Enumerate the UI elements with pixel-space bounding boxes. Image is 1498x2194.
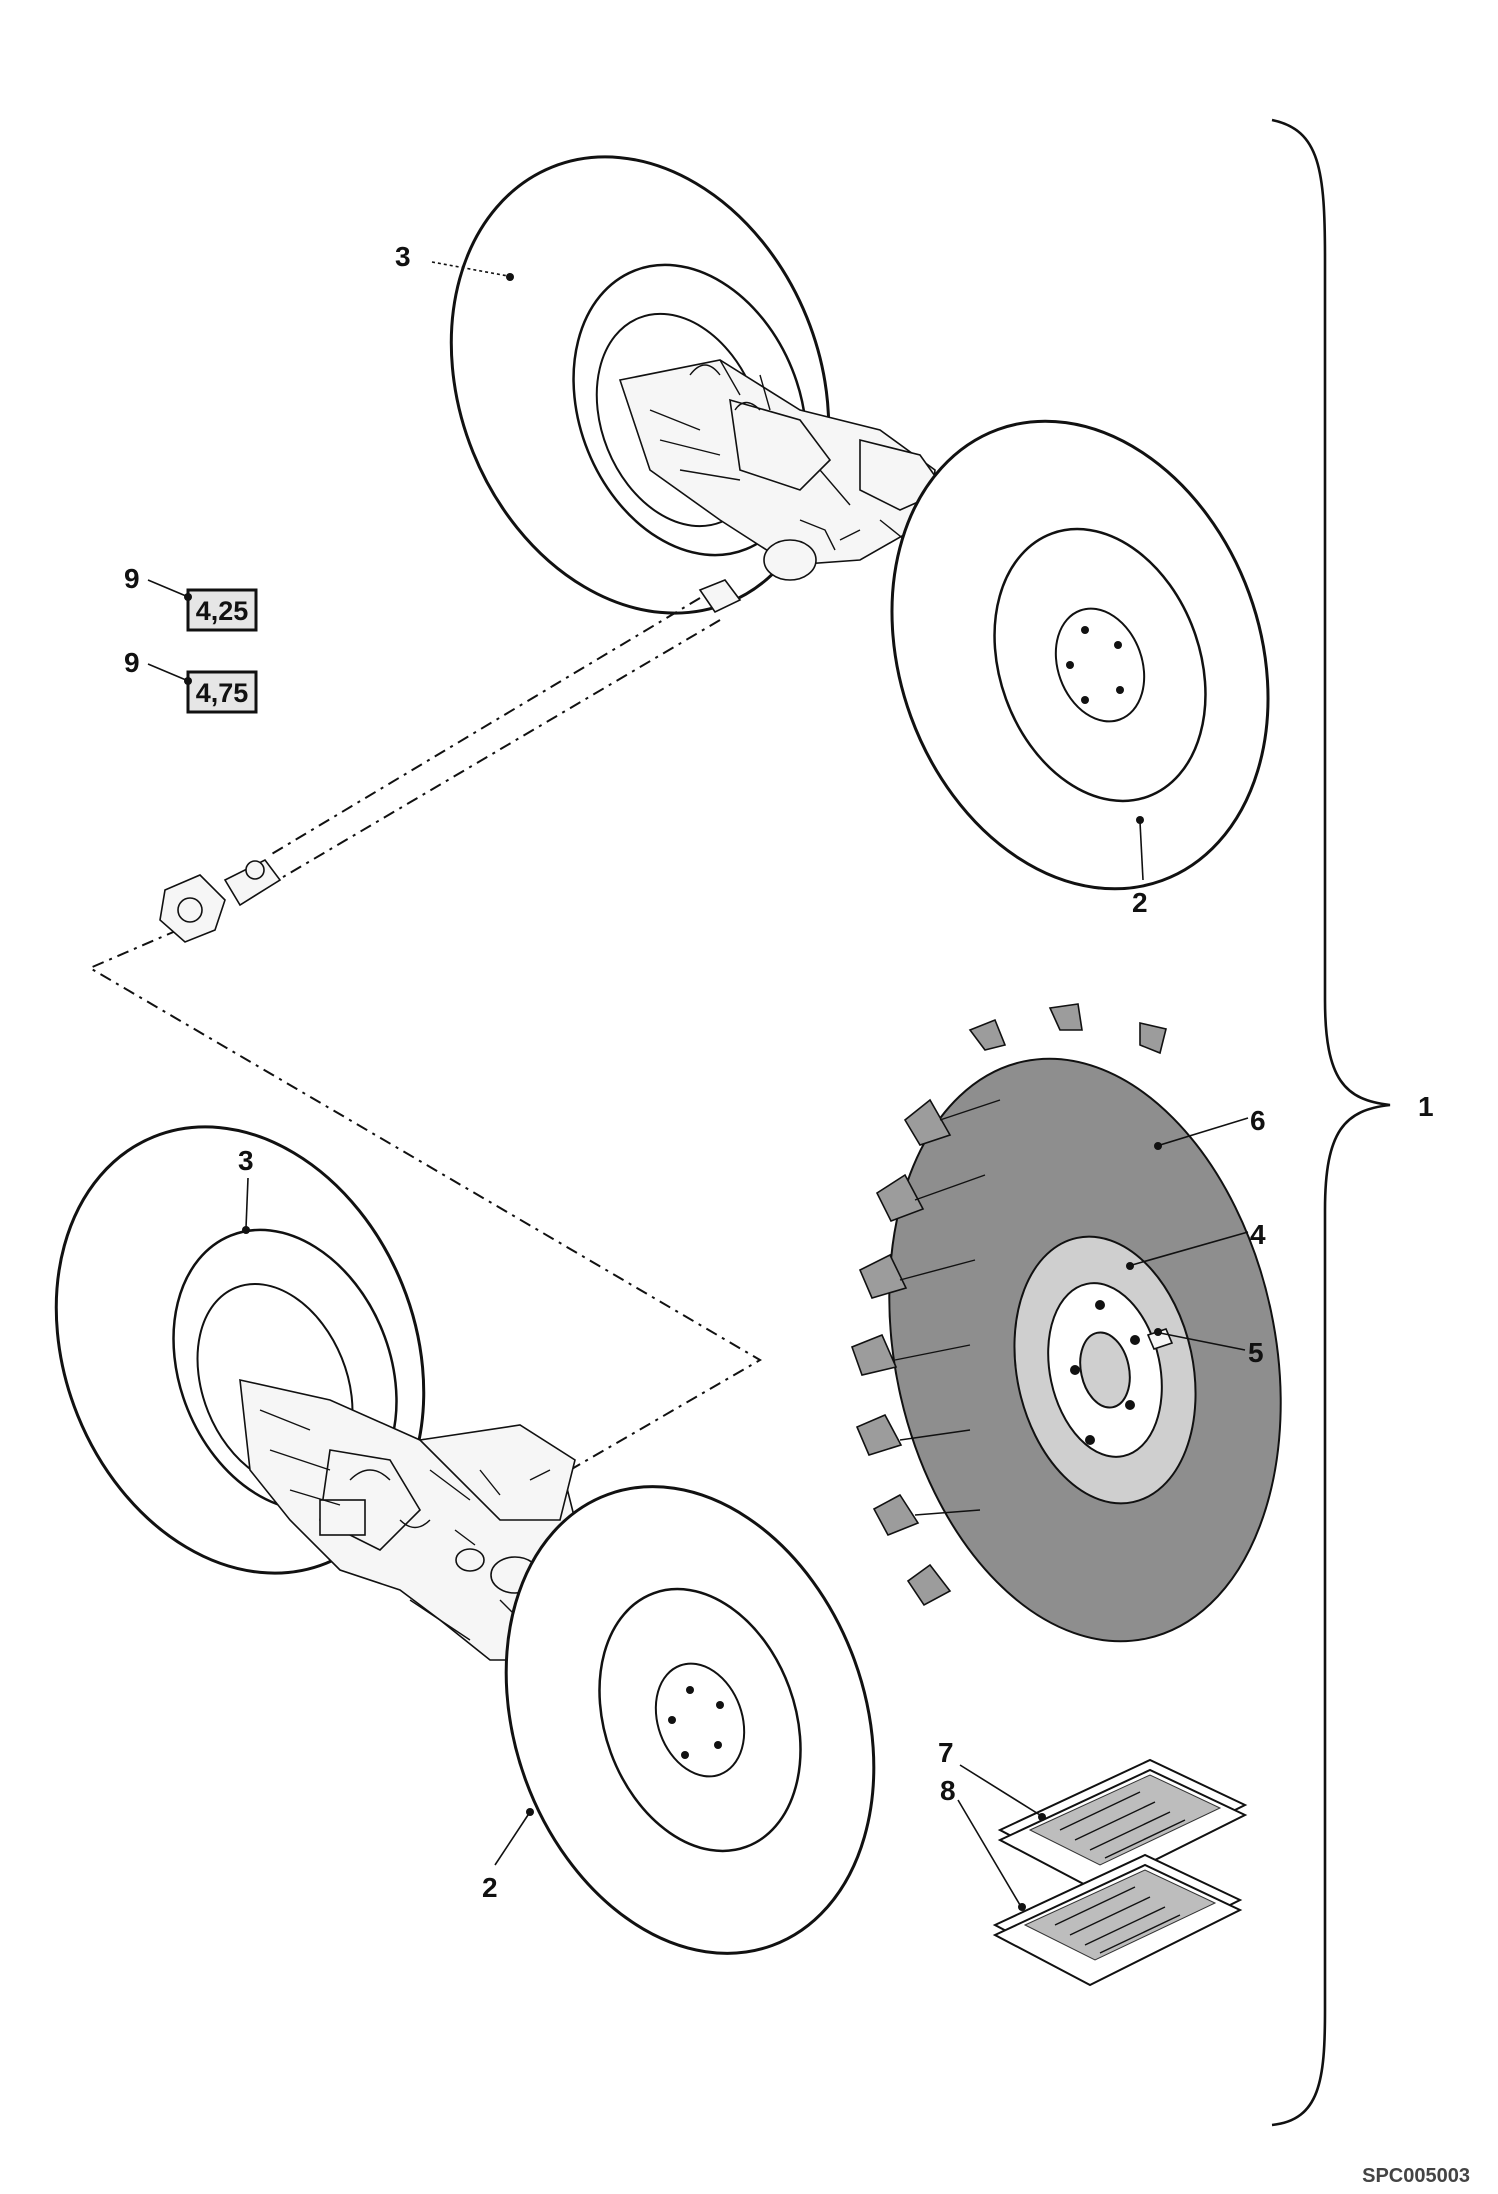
- front-right-wheel: [890, 419, 1270, 891]
- assembly-brace: [1271, 118, 1391, 2127]
- ratio-lower-label: 4,75: [196, 678, 249, 708]
- front-axle-housing: [618, 359, 947, 614]
- callout-7: 7: [938, 1737, 954, 1768]
- callout-4: 4: [1250, 1219, 1266, 1250]
- callout-3-top: 3: [395, 241, 411, 272]
- callout-9-upper: 9: [124, 563, 140, 594]
- tyre-detail: [850, 1003, 1282, 1643]
- callout-9-lower: 9: [124, 647, 140, 678]
- sticker-sheet-lower: [992, 1853, 1243, 1987]
- callout-2-bottom: 2: [482, 1872, 498, 1903]
- callout-3-bottom: 3: [238, 1145, 254, 1176]
- callout-6: 6: [1250, 1105, 1266, 1136]
- universal-joint: [159, 858, 282, 943]
- rear-axle-assembly: [54, 1125, 876, 1955]
- callout-2-top: 2: [1132, 887, 1148, 918]
- rear-right-wheel: [504, 1485, 876, 1955]
- callout-8: 8: [940, 1775, 956, 1806]
- ratio-box-upper: 4,25: [186, 588, 258, 632]
- callout-1: 1: [1418, 1091, 1434, 1122]
- callout-5: 5: [1248, 1337, 1264, 1368]
- leader-lines: [147, 261, 1249, 1911]
- ratio-upper-label: 4,25: [196, 596, 249, 626]
- front-axle-assembly: [449, 155, 1270, 891]
- ratio-box-lower: 4,75: [186, 670, 258, 714]
- drive-shaft: [87, 597, 762, 1471]
- sticker-sheets: [992, 1758, 1248, 1987]
- sticker-sheet-upper: [997, 1758, 1248, 1892]
- drawing-reference-code: SPC005003: [1362, 2165, 1470, 2187]
